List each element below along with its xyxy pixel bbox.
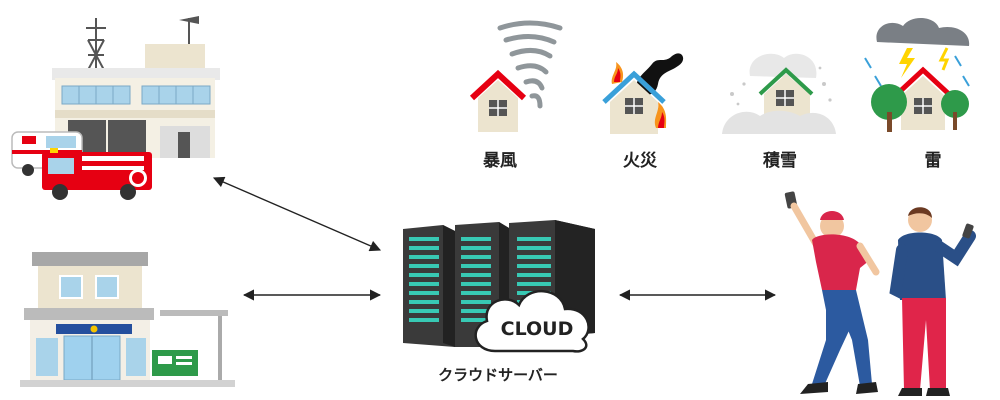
cloud-label: CLOUD bbox=[501, 318, 574, 340]
police-box-illustration bbox=[20, 252, 235, 387]
server-led-row bbox=[517, 264, 551, 268]
server-led-row bbox=[461, 300, 491, 304]
server-led-row bbox=[409, 255, 439, 259]
server-led-row bbox=[461, 264, 491, 268]
server-led-row bbox=[409, 282, 439, 286]
server-led-row bbox=[517, 273, 551, 277]
server-led-row bbox=[461, 273, 491, 277]
server-led-row bbox=[517, 246, 551, 250]
hazard-label-storm: 暴風 bbox=[483, 151, 517, 171]
server-led-row bbox=[409, 246, 439, 250]
server-led-row bbox=[517, 282, 551, 286]
server-led-row bbox=[461, 255, 491, 259]
server-led-row bbox=[461, 309, 491, 313]
server-led-row bbox=[461, 291, 491, 295]
server-led-row bbox=[409, 291, 439, 295]
server-led-row bbox=[517, 237, 551, 241]
server-led-row bbox=[409, 264, 439, 268]
server-led-row bbox=[409, 237, 439, 241]
server-led-row bbox=[461, 282, 491, 286]
fire-station-illustration bbox=[11, 16, 220, 200]
server-led-row bbox=[409, 318, 439, 322]
storm-tornado-icon bbox=[469, 20, 563, 132]
cloud-server-illustration: CLOUD bbox=[403, 220, 595, 353]
server-led-row bbox=[461, 237, 491, 241]
server-led-row bbox=[409, 309, 439, 313]
server-led-row bbox=[461, 318, 491, 322]
server-led-row bbox=[461, 246, 491, 250]
server-led-row bbox=[409, 300, 439, 304]
fire-house-icon bbox=[602, 53, 684, 134]
thunder-house-icon bbox=[864, 17, 970, 132]
arrow-fire-station-server bbox=[212, 176, 382, 252]
snow-house-icon bbox=[722, 53, 836, 134]
cloud-server-caption: クラウドサーバー bbox=[438, 366, 558, 384]
hazard-label-fire: 火災 bbox=[623, 151, 657, 171]
hazard-label-thunder: 雷 bbox=[924, 151, 942, 171]
smartphone-users-illustration bbox=[784, 191, 976, 396]
hazard-label-snow: 積雪 bbox=[763, 151, 797, 171]
server-led-row bbox=[409, 273, 439, 277]
cloud-icon bbox=[474, 289, 590, 353]
server-led-row bbox=[517, 255, 551, 259]
